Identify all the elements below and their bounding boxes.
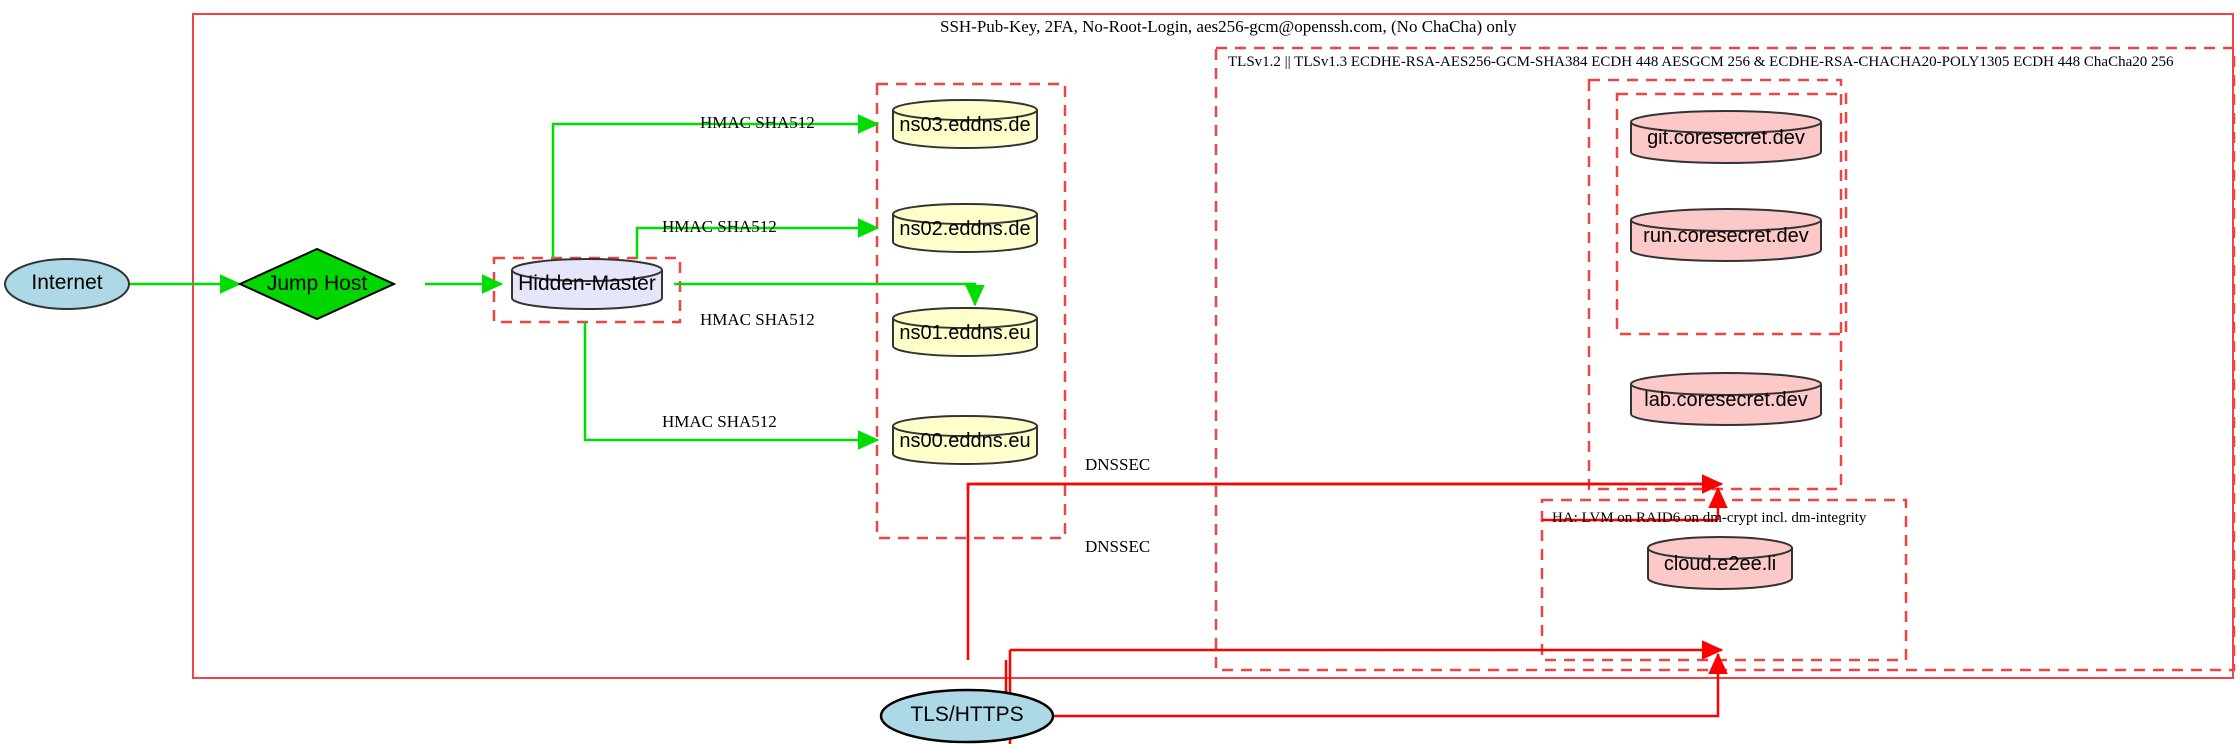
- node-git-coresecret: [1630, 110, 1822, 164]
- node-internet: [4, 258, 130, 310]
- edge-label-dnssec-upper: DNSSEC: [1085, 455, 1151, 474]
- node-tls-https: [879, 688, 1055, 744]
- node-lab-coresecret: [1630, 372, 1822, 426]
- node-tls-https-label: TLS/HTTPS: [910, 703, 1024, 726]
- ssh-zone-boundary: [192, 13, 2234, 679]
- node-git-coresecret-label: git.coresecret.dev: [1647, 127, 1805, 149]
- ha-zone-label: HA: LVM on RAID6 on dm-crypt incl. dm-in…: [1552, 510, 1867, 526]
- node-cloud-e2ee: [1647, 536, 1793, 590]
- node-ns03: [892, 99, 1038, 149]
- edge-label-dnssec-lower: DNSSEC: [1085, 537, 1151, 556]
- edge-hm-to-ns02: [635, 218, 880, 258]
- edge-label-hmac-ns03: HMAC SHA512: [700, 113, 815, 132]
- edge-tls-to-right: [1053, 700, 1720, 718]
- edge-label-hmac-ns02: HMAC SHA512: [662, 217, 777, 236]
- coresecret-inner-boundary: [1615, 92, 1848, 336]
- hidden-master-boundary: [492, 256, 682, 324]
- edge-label-hmac-ns00: HMAC SHA512: [662, 412, 777, 431]
- node-run-coresecret: [1630, 208, 1822, 262]
- node-ns03-label: ns03.eddns.de: [899, 114, 1031, 136]
- node-ns01: [892, 307, 1038, 357]
- node-internet-label: Internet: [31, 271, 103, 294]
- node-hidden-master: [511, 258, 663, 310]
- edge-hm-to-ns01: [674, 282, 985, 307]
- ssh-zone-label: SSH-Pub-Key, 2FA, No-Root-Login, aes256-…: [940, 17, 1517, 36]
- node-cloud-e2ee-label: cloud.e2ee.li: [1663, 553, 1777, 575]
- tls-zone-label: TLSv1.2 || TLSv1.3 ECDHE-RSA-AES256-GCM-…: [1228, 54, 2174, 70]
- node-ns00: [892, 415, 1038, 465]
- node-ns01-label: ns01.eddns.eu: [899, 322, 1031, 344]
- node-hidden-master-label: Hidden-Master: [518, 272, 656, 295]
- node-jump-host: [237, 247, 397, 321]
- node-jump-host-label: Jump Host: [266, 272, 368, 295]
- node-run-coresecret-label: run.coresecret.dev: [1643, 225, 1809, 247]
- edge-hm-to-ns00: [583, 322, 880, 450]
- edge-hm-to-ns03: [551, 114, 880, 258]
- node-lab-coresecret-label: lab.coresecret.dev: [1644, 389, 1808, 411]
- edge-label-hmac-ns01: HMAC SHA512: [700, 310, 815, 329]
- node-ns02-label: ns02.eddns.de: [899, 218, 1031, 240]
- node-ns02: [892, 203, 1038, 253]
- node-ns00-label: ns00.eddns.eu: [899, 430, 1031, 452]
